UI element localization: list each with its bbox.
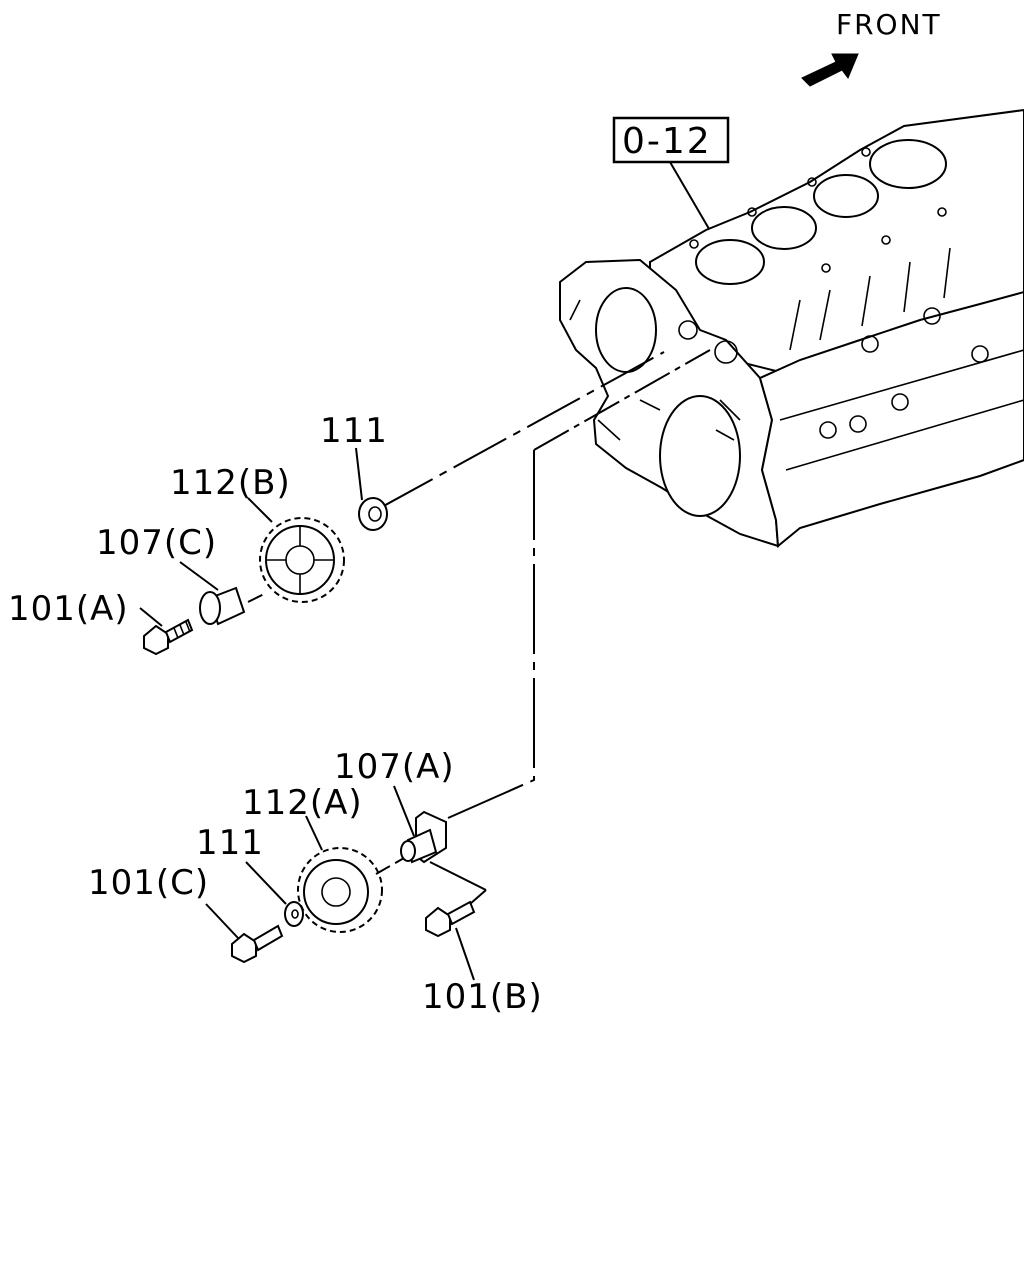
reference-label: 0-12 [622, 121, 712, 162]
bolt-a[interactable] [143, 618, 194, 656]
reference-leader [669, 161, 713, 235]
bolt-c-leader [205, 903, 239, 939]
center-line-upper [379, 351, 665, 509]
washer-lower[interactable] [284, 901, 304, 927]
callout-shaft-c[interactable]: 107(C) [96, 523, 217, 563]
center-line-link [533, 349, 711, 451]
gear-b-leader [247, 497, 273, 523]
washer-upper[interactable] [358, 497, 388, 531]
callout-bolt-c[interactable]: 101(C) [88, 863, 209, 903]
front-arrow-icon [801, 53, 859, 87]
shaft-a-leader [393, 785, 415, 837]
center-line-lower [447, 450, 535, 819]
bolt-b-link-b [469, 889, 487, 905]
washer-lower-leader [245, 861, 287, 905]
reference-box[interactable]: 0-12 [612, 116, 730, 164]
callout-washer-upper[interactable]: 111 [320, 411, 388, 451]
callout-bolt-a[interactable]: 101(A) [8, 589, 129, 629]
gear-a-axis [375, 857, 405, 875]
shaft-a[interactable] [400, 810, 447, 864]
bolt-c[interactable] [231, 924, 284, 964]
callout-shaft-a[interactable]: 107(A) [334, 747, 455, 787]
shaft-c[interactable] [199, 586, 246, 626]
shaft-c-axis [247, 593, 265, 603]
washer-upper-leader [355, 447, 363, 501]
gear-b[interactable] [259, 517, 345, 603]
callout-washer-lower[interactable]: 111 [196, 823, 264, 863]
shaft-c-leader [179, 561, 219, 591]
callout-gear-a[interactable]: 112(A) [242, 783, 363, 823]
bolt-b-leader [455, 927, 475, 981]
bolt-b[interactable] [425, 900, 476, 938]
gear-a[interactable] [297, 847, 383, 933]
bolt-b-link-a [429, 861, 487, 891]
bolt-a-leader [139, 607, 163, 627]
engine-block [559, 108, 1024, 548]
gear-a-leader [305, 815, 323, 851]
callout-bolt-b[interactable]: 101(B) [422, 977, 543, 1017]
front-indicator: FRONT [801, 8, 942, 87]
front-label: FRONT [836, 8, 942, 41]
callout-gear-b[interactable]: 112(B) [170, 463, 291, 503]
